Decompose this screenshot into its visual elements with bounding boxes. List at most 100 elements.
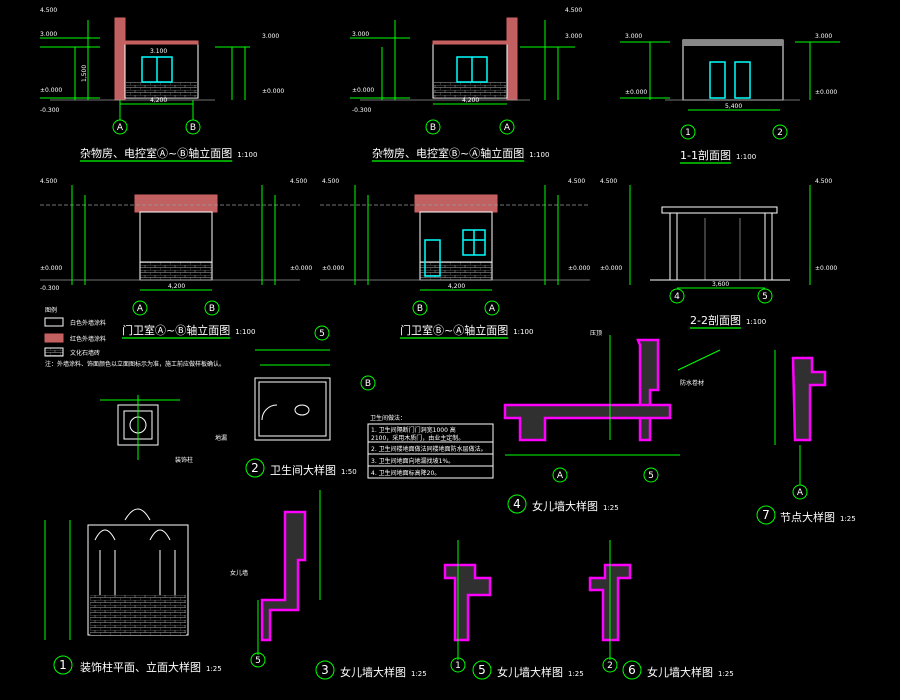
svg-text:4: 4: [674, 292, 680, 302]
svg-text:3. 卫生间地面向地漏找坡1%。: 3. 卫生间地面向地漏找坡1%。: [371, 457, 454, 465]
dim-1500: 1,500: [81, 65, 88, 82]
svg-text:±0.000: ±0.000: [40, 265, 62, 272]
svg-text:±0.000: ±0.000: [290, 265, 312, 272]
svg-text:白色外墙涂料: 白色外墙涂料: [70, 319, 106, 327]
svg-text:B: B: [209, 304, 215, 314]
svg-text:5: 5: [648, 471, 654, 481]
svg-text:B: B: [365, 379, 371, 389]
svg-text:1:25: 1:25: [718, 670, 734, 678]
svg-text:地漏: 地漏: [215, 434, 227, 442]
svg-text:5: 5: [762, 292, 768, 302]
elevation-gatehouse-b-a: 4.500±0.000 4.500±0.000 4,200 B A 门卫室Ⓑ~Ⓐ…: [320, 178, 590, 339]
svg-text:3.000: 3.000: [40, 31, 57, 38]
svg-text:3.000: 3.000: [565, 33, 582, 40]
svg-text:2100，采用木质门，由业主定制。: 2100，采用木质门，由业主定制。: [371, 434, 464, 442]
svg-text:A: A: [489, 304, 496, 314]
svg-text:1:50: 1:50: [341, 468, 357, 476]
svg-text:女儿墙大样图: 女儿墙大样图: [497, 665, 563, 679]
svg-text:-0.300: -0.300: [40, 285, 60, 292]
elevation-gatehouse-a-b: 4.500±0.000-0.300 4.500±0.000 4,200 A B …: [40, 178, 312, 339]
svg-text:1:100: 1:100: [235, 328, 255, 336]
svg-text:1:100: 1:100: [746, 318, 766, 326]
svg-text:1:100: 1:100: [237, 151, 257, 159]
svg-text:4,200: 4,200: [448, 283, 465, 290]
svg-text:4.500: 4.500: [815, 178, 832, 185]
svg-text:1:25: 1:25: [411, 670, 427, 678]
svg-text:3.000: 3.000: [815, 33, 832, 40]
svg-text:±0.000: ±0.000: [322, 265, 344, 272]
svg-text:1:100: 1:100: [529, 151, 549, 159]
svg-text:1: 1: [685, 128, 691, 138]
svg-text:B: B: [190, 123, 196, 133]
svg-text:女儿墙: 女儿墙: [230, 569, 248, 577]
detail-6-parapet: 2 6 女儿墙大样图 1:25: [588, 540, 734, 680]
svg-text:6: 6: [628, 663, 636, 677]
svg-text:A: A: [137, 304, 144, 314]
svg-text:1-1剖面图: 1-1剖面图: [680, 148, 731, 162]
svg-text:4.500: 4.500: [600, 178, 617, 185]
svg-text:B: B: [430, 123, 436, 133]
svg-text:1. 卫生间隔断门门洞宽1000 高: 1. 卫生间隔断门门洞宽1000 高: [371, 426, 456, 434]
svg-text:文化石墙砖: 文化石墙砖: [70, 349, 100, 357]
elevation-storage-a-b: 3.100 1,500 4.500 3.000 ±0.000 -0.300 3.000…: [40, 7, 284, 162]
svg-text:5,400: 5,400: [725, 103, 742, 110]
detail-5-parapet: 1 5 女儿墙大样图 1:25: [443, 540, 584, 680]
svg-text:女儿墙大样图: 女儿墙大样图: [532, 499, 598, 513]
svg-text:4,200: 4,200: [168, 283, 185, 290]
svg-text:2: 2: [251, 461, 259, 475]
svg-text:装饰柱: 装饰柱: [175, 456, 193, 464]
svg-text:2-2剖面图: 2-2剖面图: [690, 313, 741, 327]
svg-text:1:100: 1:100: [736, 153, 756, 161]
svg-text:A: A: [504, 123, 511, 133]
svg-text:-0.300: -0.300: [352, 107, 372, 114]
svg-text:压顶: 压顶: [590, 330, 602, 337]
svg-text:杂物房、电控室Ⓑ~Ⓐ轴立面图: 杂物房、电控室Ⓑ~Ⓐ轴立面图: [372, 146, 524, 160]
svg-text:1: 1: [455, 661, 461, 671]
svg-text:3.000: 3.000: [352, 31, 369, 38]
svg-text:女儿墙大样图: 女儿墙大样图: [340, 665, 406, 679]
svg-text:1:25: 1:25: [568, 670, 584, 678]
svg-text:A: A: [117, 123, 124, 133]
svg-text:A: A: [797, 488, 804, 498]
svg-text:4.500: 4.500: [565, 7, 582, 14]
svg-text:卫生间做法：: 卫生间做法：: [370, 414, 406, 422]
svg-text:红色外墙涂料: 红色外墙涂料: [70, 335, 106, 343]
svg-text:±0.000: ±0.000: [600, 265, 622, 272]
svg-text:4.500: 4.500: [40, 178, 57, 185]
svg-text:3.000: 3.000: [262, 33, 279, 40]
svg-text:3,600: 3,600: [712, 281, 729, 288]
detail-column-plan: 装饰柱: [100, 395, 193, 464]
window-level: 3.100: [150, 48, 167, 55]
svg-text:4: 4: [513, 497, 521, 511]
svg-text:图例: 图例: [45, 306, 57, 314]
svg-text:5: 5: [255, 656, 261, 666]
svg-text:1:25: 1:25: [603, 504, 619, 512]
svg-text:4.500: 4.500: [290, 178, 307, 185]
svg-text:2. 卫生间楼地面做法同楼地面防水层做法。: 2. 卫生间楼地面做法同楼地面防水层做法。: [371, 445, 487, 453]
svg-text:门卫室Ⓐ~Ⓑ轴立面图: 门卫室Ⓐ~Ⓑ轴立面图: [122, 323, 230, 337]
svg-text:4.500: 4.500: [40, 7, 57, 14]
svg-text:1: 1: [59, 658, 67, 672]
svg-text:3: 3: [321, 663, 329, 677]
svg-text:女儿墙大样图: 女儿墙大样图: [647, 665, 713, 679]
svg-text:1:25: 1:25: [840, 515, 856, 523]
svg-text:杂物房、电控室Ⓐ~Ⓑ轴立面图: 杂物房、电控室Ⓐ~Ⓑ轴立面图: [80, 146, 232, 160]
svg-text:1:100: 1:100: [513, 328, 533, 336]
svg-text:±0.000: ±0.000: [352, 87, 374, 94]
svg-text:5: 5: [478, 663, 486, 677]
svg-text:-0.300: -0.300: [40, 107, 60, 114]
svg-text:5: 5: [319, 329, 325, 339]
svg-text:2: 2: [607, 661, 613, 671]
svg-text:2: 2: [777, 128, 783, 138]
svg-text:±0.000: ±0.000: [40, 87, 62, 94]
legend: 图例 白色外墙涂料 红色外墙涂料 文化石墙砖 注：外墙涂料、饰面颜色以立面图标示…: [44, 306, 225, 368]
svg-text:±0.000: ±0.000: [568, 265, 590, 272]
svg-text:±0.000: ±0.000: [815, 89, 837, 96]
svg-text:4.500: 4.500: [322, 178, 339, 185]
svg-text:装饰柱平面、立面大样图: 装饰柱平面、立面大样图: [80, 660, 201, 674]
detail-3-parapet: 女儿墙 5 3 女儿墙大样图 1:25: [230, 490, 427, 680]
